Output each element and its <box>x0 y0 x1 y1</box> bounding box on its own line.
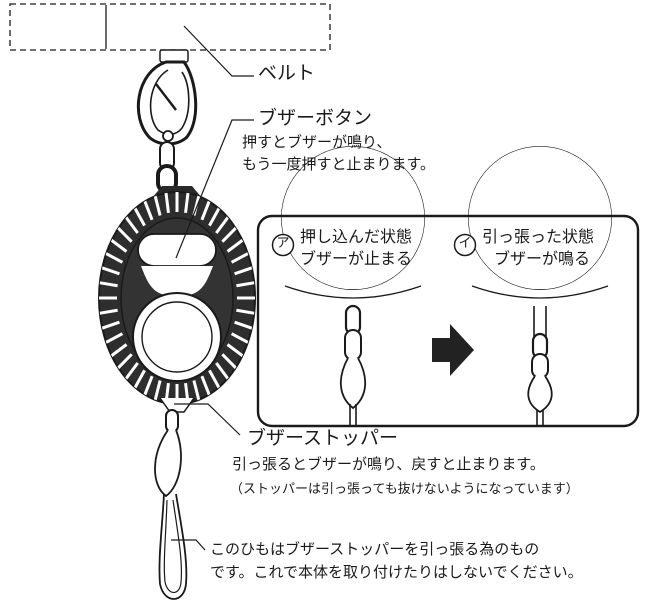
state-change-arrow <box>432 324 474 376</box>
carabiner-clip <box>136 49 198 146</box>
buzzer-button-title: ブザーボタン <box>258 107 373 129</box>
state-a-mark: ア <box>276 236 290 251</box>
buzzer-stopper-title: ブザーストッパー <box>247 427 399 449</box>
buzzer-button-desc-2: もう一度押すと止まります。 <box>242 155 436 173</box>
buzzer-stopper-desc-1: 引っ張るとブザーが鳴り、戻すと止まります。 <box>232 455 545 473</box>
body-rib <box>163 192 170 214</box>
body-rib <box>184 192 191 214</box>
buzzer-stopper-strap <box>154 397 195 600</box>
belt-illustration <box>9 3 331 51</box>
belt-label: ベルト <box>258 62 316 84</box>
strap-note-1: このひもはブザーストッパーを引っ張る為のもの <box>210 540 540 558</box>
buzzer-stopper-desc-2: （ストッパーは引っ張っても抜けないようになっています） <box>230 482 579 497</box>
state-a-caption: ブザーが止まる <box>300 249 413 268</box>
state-b-title: 引っ張った状態 <box>482 227 595 246</box>
leader-lines <box>171 25 254 551</box>
state-b-mark: イ <box>458 236 472 251</box>
inset-state-comparison <box>256 146 640 428</box>
strap-note-2: です。これで本体を取り付けたりはしないでください。 <box>210 563 583 581</box>
state-a-title: 押し込んだ状態 <box>300 227 413 246</box>
buzzer-body <box>98 186 256 405</box>
body-rib <box>236 280 255 288</box>
body-rib <box>236 308 255 316</box>
body-rib <box>99 280 118 288</box>
buzzer-button-desc-1: 押すとブザーが鳴り、 <box>242 133 392 151</box>
body-rib <box>163 382 170 404</box>
body-rib <box>99 308 118 316</box>
state-b-caption: ブザーが鳴る <box>494 249 591 268</box>
body-rib <box>184 382 191 404</box>
